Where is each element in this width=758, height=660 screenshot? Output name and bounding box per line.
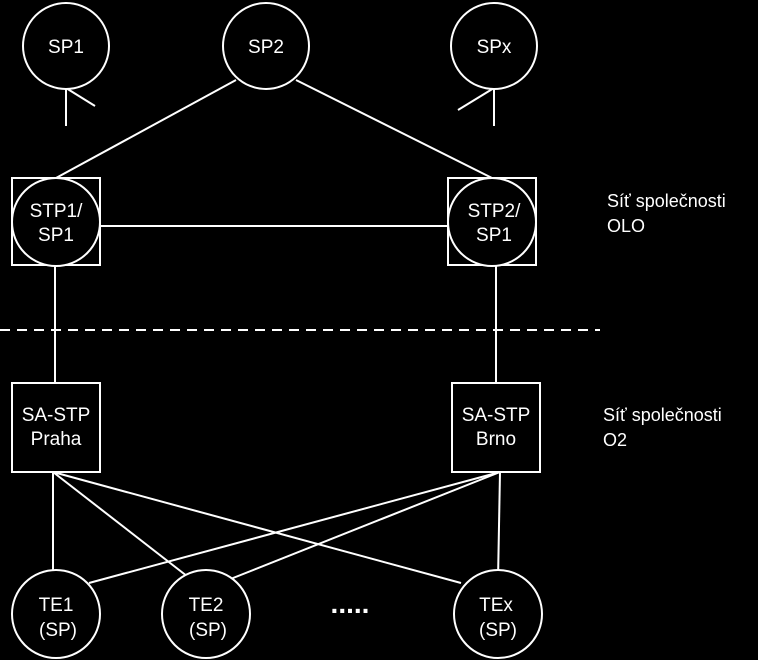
node-sp2-label: SP2 [248,37,284,58]
link-brno-tex [497,471,501,581]
link-spx-stub-diagonal [457,87,495,111]
node-te1-label-line1: TE1 [39,595,74,616]
node-stp2-label-line1: STP2/ [468,201,522,222]
link-sp1-stub-diagonal [65,87,96,107]
node-spx: SPx [450,2,538,90]
link-brno-te1 [88,471,501,584]
node-sa-stp-brno-label-line2: Brno [476,429,516,450]
node-sa-stp-brno: SA-STP Brno [451,382,541,473]
node-tex: TEx (SP) [453,569,543,659]
region-o2-line2: O2 [603,430,627,450]
region-o2-label: Síť společnosti O2 [603,405,722,450]
more-te-ellipsis: ..... [331,588,370,619]
node-spx-label: SPx [477,37,512,58]
node-te2-label-line1: TE2 [189,595,224,616]
node-sa-stp-praha: SA-STP Praha [11,382,101,473]
link-sp2-stp1 [55,79,237,179]
node-stp1-label-line1: STP1/ [30,201,84,222]
node-sp1-label: SP1 [48,37,84,58]
region-olo-label: Síť společnosti OLO [607,191,726,236]
node-tex-label-line1: TEx [479,595,513,616]
region-olo-line2: OLO [607,216,645,236]
node-te2-label-line2: (SP) [189,620,227,641]
link-praha-te2 [52,471,193,581]
node-sa-stp-praha-label-line2: Praha [31,429,82,450]
connections [52,79,501,584]
node-stp1-label-line2: SP1 [38,225,74,246]
node-stp2-label-line2: SP1 [476,225,512,246]
node-sp1: SP1 [22,2,110,90]
node-sa-stp-praha-label-line1: SA-STP [22,405,91,426]
node-tex-label-line2: (SP) [479,620,517,641]
region-olo-line1: Síť společnosti [607,191,726,211]
node-te2: TE2 (SP) [161,569,251,659]
node-te1: TE1 (SP) [11,569,101,659]
node-stp1: STP1/ SP1 [11,177,101,267]
node-te1-label-line2: (SP) [39,620,77,641]
node-stp2: STP2/ SP1 [447,177,537,267]
node-sp2: SP2 [222,2,310,90]
link-praha-tex [52,471,462,584]
link-sp2-stp2 [295,79,493,179]
region-o2-line1: Síť společnosti [603,405,722,425]
link-brno-te2 [227,471,501,581]
node-sa-stp-brno-label-line1: SA-STP [462,405,531,426]
